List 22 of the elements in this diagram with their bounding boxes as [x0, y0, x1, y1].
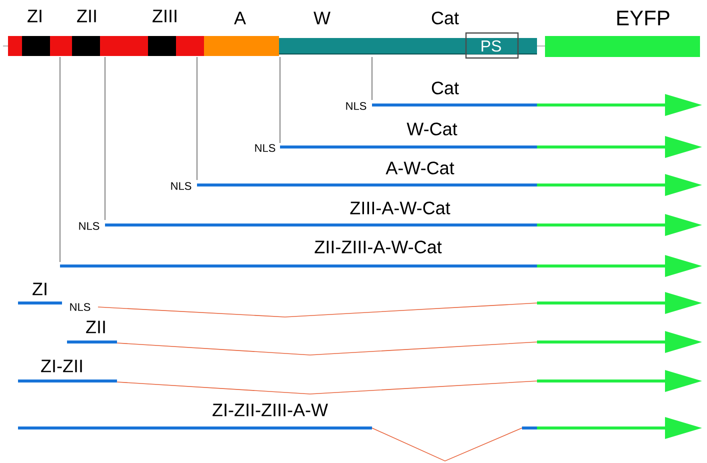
construct-label: Cat	[432, 82, 459, 94]
domain-label: Cat	[432, 12, 459, 24]
construct-label: ZI-ZII-ZIII-A-W	[212, 404, 328, 416]
construct-label: ZII	[86, 320, 105, 334]
nls-label: NLS	[255, 144, 276, 152]
domain-label: W	[314, 12, 330, 24]
protein-label: EYFP	[617, 10, 670, 26]
construct-label: ZII-ZIII-A-W-Cat	[314, 240, 442, 254]
nls-label: NLS	[70, 303, 90, 311]
construct-label: ZIII-A-W-Cat	[350, 202, 450, 214]
construct-label: ZI-ZII	[41, 360, 82, 372]
nls-label: NLS	[79, 222, 100, 230]
domain-label: ZII	[77, 10, 96, 22]
construct-label: ZI	[32, 282, 46, 296]
nls-label: NLS	[171, 182, 192, 190]
nls-label: NLS	[346, 102, 366, 110]
domain-label: A	[234, 12, 246, 24]
site-label: PS	[482, 40, 501, 52]
domain-label: ZIII	[152, 10, 176, 22]
domain-label: ZI	[28, 10, 42, 22]
construct-label: W-Cat	[406, 122, 458, 136]
construct-label: A-W-Cat	[386, 162, 454, 174]
